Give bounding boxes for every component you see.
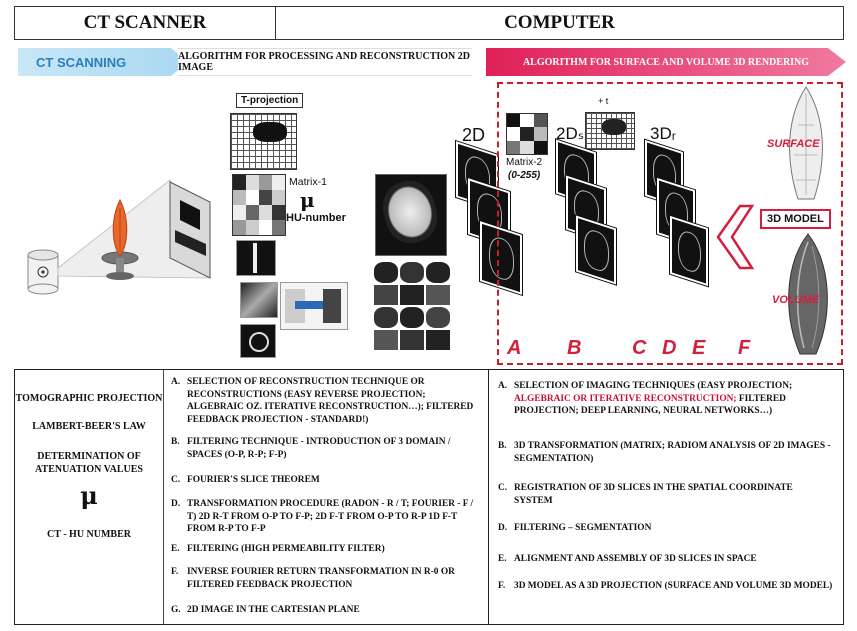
- volume-model-image: [788, 233, 828, 355]
- t-projection-label: T-projection: [236, 93, 304, 108]
- col3-item: B.3D TRANSFORMATION (MATRIX; RADIOM ANAL…: [498, 441, 831, 464]
- t-projection-image: [230, 113, 297, 170]
- col3-item: A. SELECTION OF IMAGING TECHNIQUES (EASY…: [498, 381, 793, 416]
- surface-model-image: [789, 86, 823, 200]
- xray-source-icon: [27, 249, 59, 295]
- pipeline-step-3d-rendering: ALGORITHM FOR SURFACE AND VOLUME 3D REND…: [486, 48, 846, 76]
- volume-label: VOLUME: [772, 294, 820, 306]
- header-computer: COMPUTER: [276, 6, 844, 40]
- table-col-ct-physics: TOMOGRAPHIC PROJECTION LAMBERT-BEER'S LA…: [15, 370, 164, 624]
- col2-item: E.FILTERING (high permeability filter): [171, 544, 385, 554]
- col1-ct-hu-number: CT - HU NUMBER: [47, 529, 131, 540]
- col2-item: C.FOURIER'S SLICE THEOREM: [171, 475, 320, 485]
- col3-item: D.FILTERING – SEGMENTATION: [498, 523, 652, 533]
- mu-symbol: μ: [300, 188, 315, 212]
- ct-scanner-illustration: [27, 179, 211, 295]
- col1-mu: μ: [80, 481, 98, 510]
- pipeline-step-2d-reconstruction: ALGORITHM FOR PROCESSING AND RECONSTRUCT…: [178, 48, 490, 76]
- header-ct-scanner: CT SCANNER: [14, 6, 276, 40]
- hu-number-label: HU-number: [286, 212, 346, 224]
- matrix-2-range: (0-255): [508, 170, 541, 181]
- label-2ds: 2Dₛ: [556, 124, 585, 143]
- table-col-3d-rendering: A. SELECTION OF IMAGING TECHNIQUES (EASY…: [488, 370, 843, 624]
- col3-item: C.REGISTRATION OF 3D SLICES IN THE SPATI…: [498, 483, 793, 506]
- sinogram-thumb-2: [240, 282, 278, 318]
- reconstructed-ct-slice: [375, 174, 447, 256]
- process-table: TOMOGRAPHIC PROJECTION LAMBERT-BEER'S LA…: [14, 369, 844, 625]
- transform-diagram-thumb: [280, 282, 348, 330]
- sinogram-thumb-3: [240, 324, 276, 358]
- col1-lambert-beer: LAMBERT-BEER'S LAW: [32, 421, 146, 432]
- col2-item: G.2D IMAGE IN THE CARTESIAN PLANE: [171, 605, 360, 615]
- stage-c: C: [632, 337, 647, 359]
- surface-label: SURFACE: [767, 138, 820, 150]
- matrix-2-label: Matrix-2: [506, 157, 543, 168]
- scanned-object-icon: [101, 198, 139, 280]
- col2-item: D.TRANSFORMATION PROCEDURE (Radon - R / …: [171, 499, 474, 534]
- detector-panel-icon: [169, 181, 211, 279]
- table-col-2d-reconstruction: A.SELECTION OF RECONSTRUCTION TECHNIQUE …: [163, 370, 489, 624]
- sinogram-thumb-1: [236, 240, 276, 276]
- stage-e: E: [692, 337, 706, 359]
- pipeline-step-ct-scanning: CT SCANNING: [18, 48, 188, 76]
- matrix-1-label: Matrix-1: [289, 176, 327, 188]
- col1-tomographic-projection: TOMOGRAPHIC PROJECTION: [15, 393, 163, 404]
- col2-item: F.INVERSE FOURIER RETURN TRANSFORMATION …: [171, 567, 455, 590]
- col2-item: A.SELECTION OF RECONSTRUCTION TECHNIQUE …: [171, 377, 474, 425]
- stage-a: A: [507, 337, 522, 359]
- plus-t-label: + t: [598, 96, 609, 106]
- slice-3dr-3: [670, 215, 708, 287]
- matrix-2s-thumb: [585, 112, 635, 150]
- col1-attenuation: DETERMINATION OF ATENUATION VALUES: [35, 451, 143, 475]
- stage-f: F: [738, 337, 751, 359]
- col3-item: F.3D MODEL AS A 3D PROJECTION (SURFACE A…: [498, 581, 833, 591]
- stage-d: D: [662, 337, 677, 359]
- stage-b: B: [567, 337, 582, 359]
- label-2d: 2D: [462, 125, 486, 145]
- label-3dr: 3Dᵣ: [650, 124, 676, 143]
- computer-3d-region: [497, 82, 843, 365]
- reconstruction-thumb-grid: [374, 262, 450, 350]
- col3-item: E.ALIGNMENT AND ASSEMBLY OF 3D SLICES IN…: [498, 554, 757, 564]
- matrix-1-grid: [232, 174, 286, 236]
- col2-item: B.FILTERING TECHNIQUE - INTRODUCTION OF …: [171, 437, 451, 460]
- chevron-left-icon: [716, 204, 755, 270]
- model-3d-label: 3D MODEL: [760, 209, 831, 229]
- matrix-2-grid: [506, 113, 548, 155]
